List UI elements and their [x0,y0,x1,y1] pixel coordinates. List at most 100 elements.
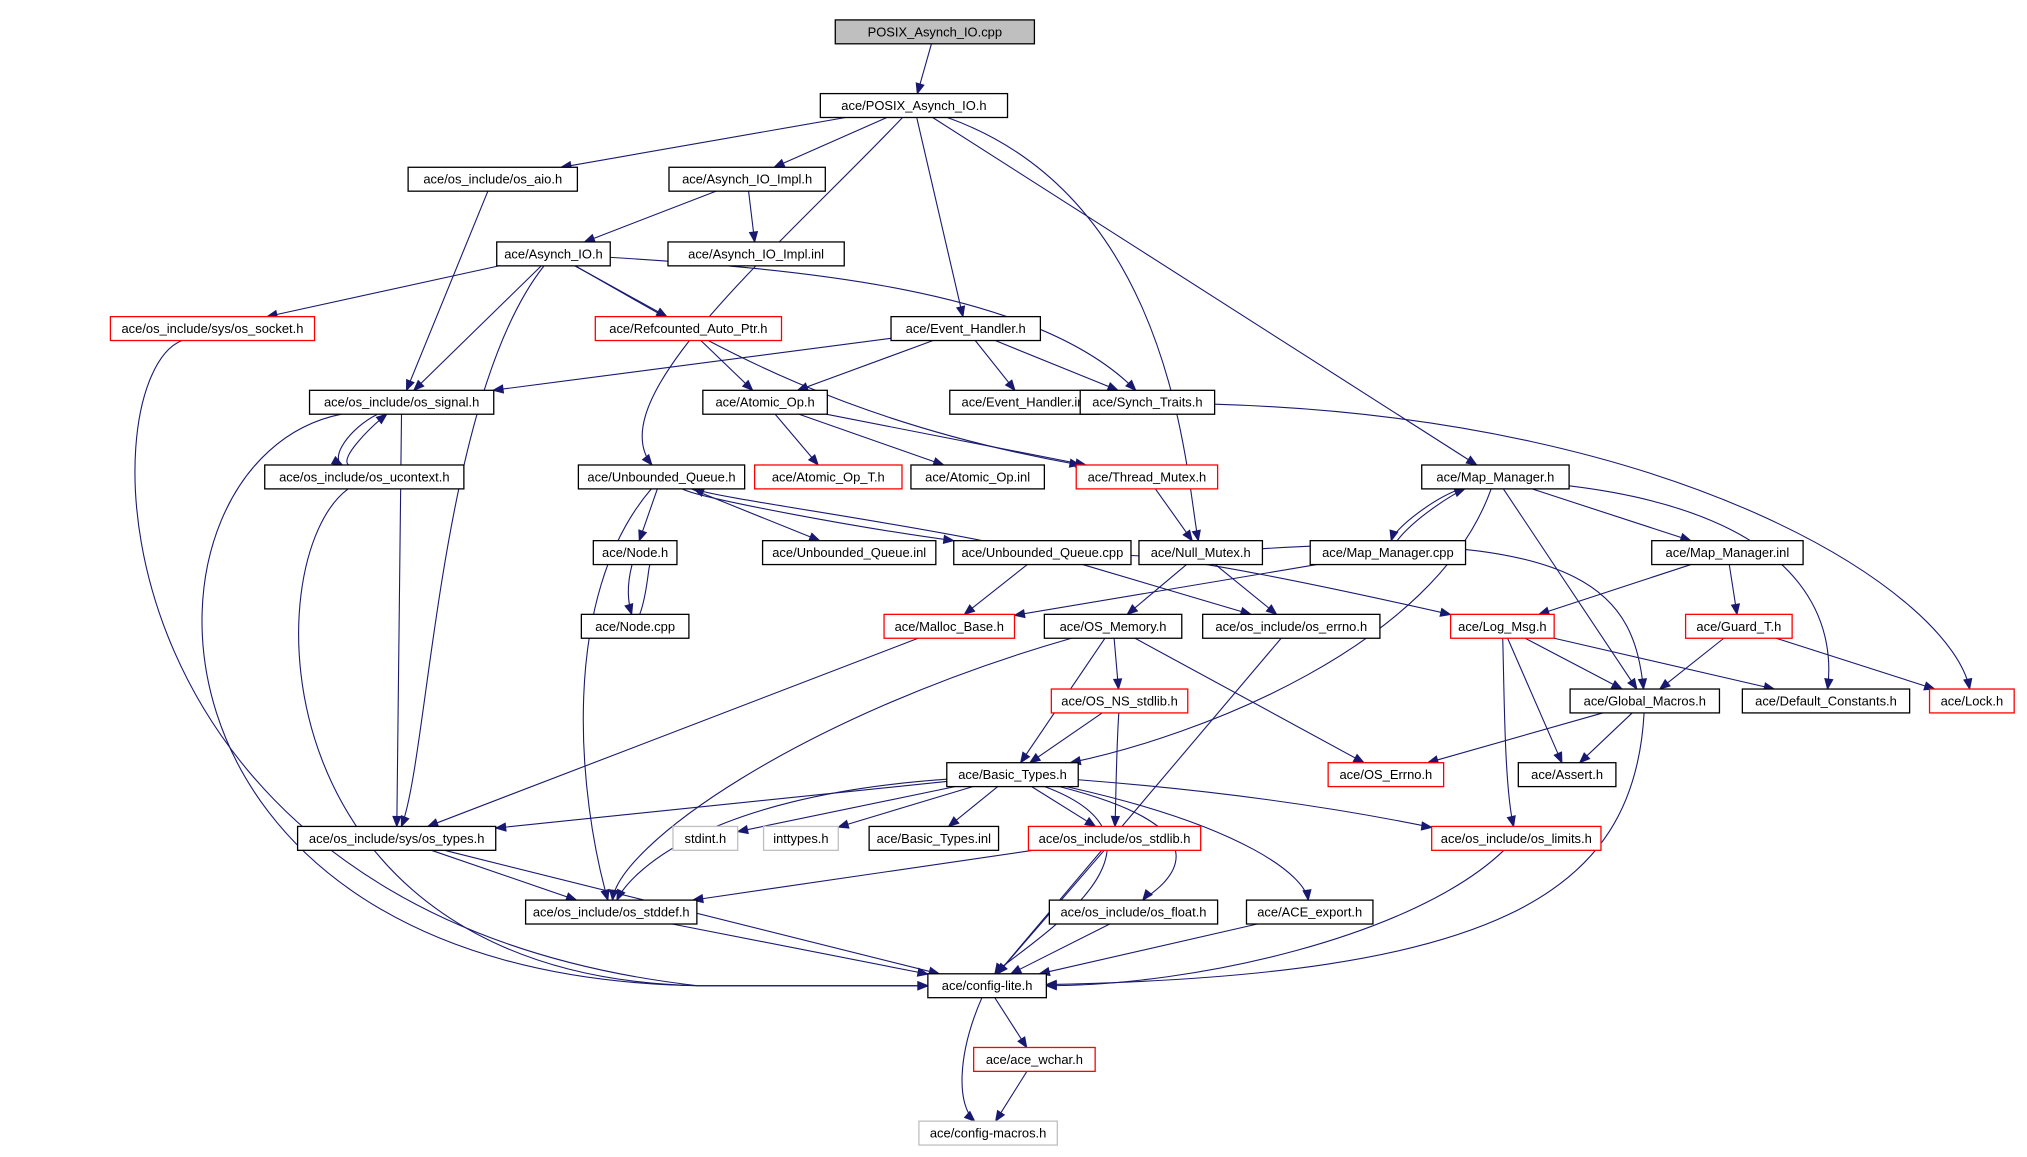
node-box[interactable] [953,540,1132,566]
edge-line [1214,403,1971,690]
node-box[interactable] [1569,688,1721,714]
node-synch-traits[interactable]: ace/Synch_Traits.h [1079,389,1216,415]
node-os-stdlib[interactable]: ace/os_include/os_stdlib.h [1027,825,1202,851]
node-ace-export[interactable]: ace/ACE_export.h [1245,899,1374,925]
node-os-limits[interactable]: ace/os_include/os_limits.h [1431,825,1602,851]
node-malloc-base[interactable]: ace/Malloc_Base.h [883,613,1016,639]
node-box[interactable] [1309,540,1467,566]
node-box[interactable] [762,825,839,851]
node-global-macros[interactable]: ace/Global_Macros.h [1569,688,1721,714]
node-atomic-op[interactable]: ace/Atomic_Op.h [702,389,828,415]
node-box[interactable] [1043,613,1183,639]
node-atomic-op-t[interactable]: ace/Atomic_Op_T.h [753,464,903,490]
node-os-stddef[interactable]: ace/os_include/os_stddef.h [524,899,698,925]
node-box[interactable] [264,464,465,490]
node-event-handler[interactable]: ace/Event_Handler.h [890,315,1042,342]
node-box[interactable] [868,825,1000,851]
node-basic-types-inl[interactable]: ace/Basic_Types.inl [868,825,1000,851]
node-box[interactable] [1327,762,1445,788]
node-box[interactable] [1741,688,1911,714]
node-assert-h[interactable]: ace/Assert.h [1517,762,1617,788]
node-event-handler-inl[interactable]: ace/Event_Handler.inl [949,389,1100,415]
node-ace-wchar[interactable]: ace/ace_wchar.h [973,1046,1096,1073]
node-box[interactable] [524,899,698,925]
node-ace-os-errno[interactable]: ace/OS_Errno.h [1327,762,1445,788]
node-config-lite[interactable]: ace/config-lite.h [927,973,1048,999]
node-box[interactable] [1027,825,1202,851]
node-box[interactable] [496,241,611,267]
node-box[interactable] [1050,688,1189,714]
node-inttypes[interactable]: inttypes.h [762,825,839,851]
node-config-macros[interactable]: ace/config-macros.h [918,1120,1058,1146]
node-box[interactable] [1449,613,1555,639]
node-guard-t[interactable]: ace/Guard_T.h [1684,613,1793,639]
node-lock-h[interactable]: ace/Lock.h [1928,688,2015,714]
node-box[interactable] [702,389,828,415]
node-box[interactable] [1079,389,1216,415]
node-box[interactable] [918,1120,1058,1146]
node-box[interactable] [927,973,1048,999]
node-os-signal[interactable]: ace/os_include/os_signal.h [308,389,495,415]
node-box[interactable] [580,613,690,639]
node-atomic-op-inl[interactable]: ace/Atomic_Op.inl [910,464,1046,490]
node-posix-h[interactable]: ace/POSIX_Asynch_IO.h [819,92,1009,119]
node-map-manager-inl[interactable]: ace/Map_Manager.inl [1651,540,1804,566]
node-box[interactable] [761,540,937,566]
node-box[interactable] [834,19,1036,45]
node-asynch-io[interactable]: ace/Asynch_IO.h [496,241,611,267]
node-root[interactable]: POSIX_Asynch_IO.cpp [834,19,1036,45]
node-os-float[interactable]: ace/os_include/os_float.h [1048,899,1219,925]
node-box[interactable] [109,315,316,342]
node-refcounted[interactable]: ace/Refcounted_Auto_Ptr.h [594,315,783,342]
node-null-mutex[interactable]: ace/Null_Mutex.h [1138,540,1264,566]
node-aio-impl[interactable]: ace/Asynch_IO_Impl.h [668,166,826,192]
node-box[interactable] [668,166,826,192]
node-box[interactable] [1075,464,1219,490]
node-box[interactable] [672,825,739,851]
node-box[interactable] [577,464,746,490]
node-os-memory[interactable]: ace/OS_Memory.h [1043,613,1183,639]
node-box[interactable] [594,315,783,342]
node-node-h[interactable]: ace/Node.h [592,540,678,566]
node-os-errno[interactable]: ace/os_include/os_errno.h [1202,613,1381,639]
node-box[interactable] [753,464,903,490]
node-box[interactable] [1245,899,1374,925]
node-box[interactable] [973,1046,1096,1073]
node-box[interactable] [910,464,1046,490]
node-unbounded-queue-cpp[interactable]: ace/Unbounded_Queue.cpp [953,540,1132,566]
node-log-msg[interactable]: ace/Log_Msg.h [1449,613,1555,639]
node-unbounded-queue-inl[interactable]: ace/Unbounded_Queue.inl [761,540,937,566]
node-box[interactable] [407,166,579,192]
node-os-ns-stdlib[interactable]: ace/OS_NS_stdlib.h [1050,688,1189,714]
node-box[interactable] [1138,540,1264,566]
node-box[interactable] [296,825,497,851]
node-box[interactable] [1928,688,2015,714]
node-box[interactable] [1202,613,1381,639]
node-os-ucontext[interactable]: ace/os_include/os_ucontext.h [264,464,465,490]
node-box[interactable] [883,613,1016,639]
node-box[interactable] [308,389,495,415]
node-box[interactable] [1517,762,1617,788]
node-node-cpp[interactable]: ace/Node.cpp [580,613,690,639]
node-box[interactable] [1651,540,1804,566]
node-stdint[interactable]: stdint.h [672,825,739,851]
node-box[interactable] [890,315,1042,342]
node-box[interactable] [1421,464,1570,490]
node-map-manager[interactable]: ace/Map_Manager.h [1421,464,1570,490]
node-default-constants[interactable]: ace/Default_Constants.h [1741,688,1911,714]
node-unbounded-queue[interactable]: ace/Unbounded_Queue.h [577,464,746,490]
node-box[interactable] [667,241,845,267]
node-box[interactable] [1431,825,1602,851]
node-box[interactable] [946,762,1079,788]
node-os-types[interactable]: ace/os_include/sys/os_types.h [296,825,497,851]
node-box[interactable] [1048,899,1219,925]
node-box[interactable] [1684,613,1793,639]
node-os-aio[interactable]: ace/os_include/os_aio.h [407,166,579,192]
node-box[interactable] [592,540,678,566]
node-basic-types[interactable]: ace/Basic_Types.h [946,762,1079,788]
node-box[interactable] [819,92,1009,119]
node-thread-mutex[interactable]: ace/Thread_Mutex.h [1075,464,1219,490]
node-os-socket[interactable]: ace/os_include/sys/os_socket.h [109,315,316,342]
node-map-manager-cpp[interactable]: ace/Map_Manager.cpp [1309,540,1467,566]
node-aio-impl-inl[interactable]: ace/Asynch_IO_Impl.inl [667,241,845,267]
